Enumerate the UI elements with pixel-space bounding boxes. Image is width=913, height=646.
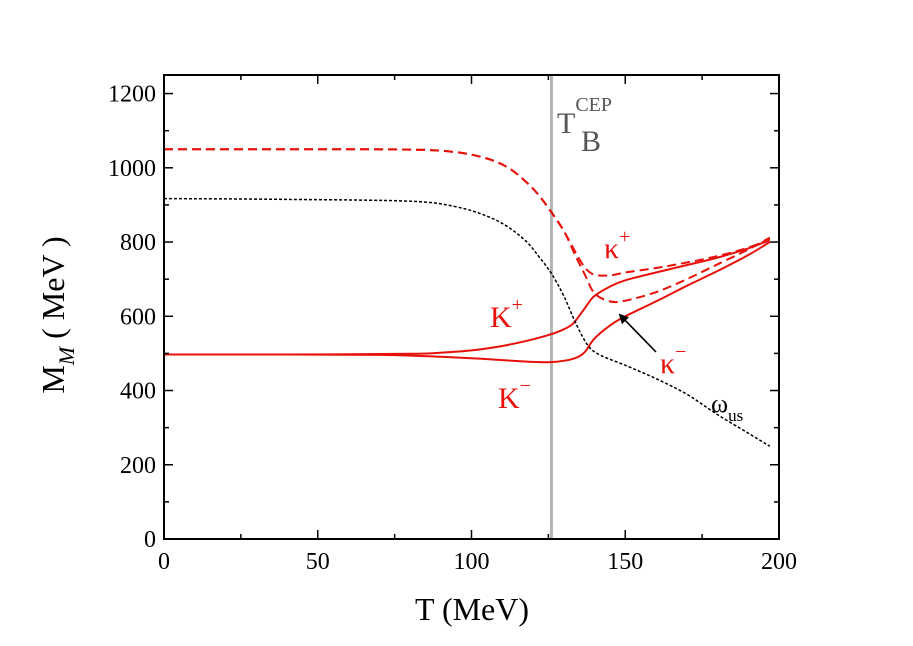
series-line-K-plus: [163, 239, 771, 356]
kappa-plus-main: κ: [604, 232, 619, 265]
series-line-kappa-minus: [163, 148, 771, 304]
series-line-omega-us: [163, 197, 771, 447]
y-axis-title-unit: ( MeV ): [35, 236, 71, 347]
vline-label-sup: CEP: [575, 94, 612, 116]
y-tick-label: 200: [120, 453, 156, 479]
series-line-kappa-plus: [163, 148, 771, 277]
y-tick-label: 1200: [108, 82, 156, 108]
y-axis-title-main: M: [35, 365, 71, 393]
x-axis-title: T (MeV): [415, 591, 529, 627]
omega-sub: us: [728, 406, 743, 425]
x-tick-label: 150: [607, 549, 643, 575]
kappa-plus-label: κ+: [604, 226, 630, 265]
x-tick-label: 0: [158, 549, 170, 575]
y-axis-title-sub: M: [54, 345, 79, 366]
vline-label: TCEP: [557, 94, 612, 140]
kappa-minus-arrow: [618, 313, 657, 353]
K-minus-sup: −: [520, 375, 531, 397]
x-tick-label: 200: [761, 549, 797, 575]
K-minus-main: K: [498, 382, 520, 415]
omega-main: ω: [711, 389, 728, 418]
kappa-minus-label: κ−: [660, 341, 686, 380]
y-tick-label: 1000: [108, 156, 156, 182]
x-tick-label: 50: [306, 549, 330, 575]
y-axis-title: MM ( MeV ): [35, 236, 79, 393]
K-minus-label: K−: [498, 375, 531, 415]
series-line-K-minus: [164, 241, 771, 364]
omega-label: ωus: [711, 389, 743, 425]
K-plus-sup: +: [512, 294, 523, 316]
vline-label-main: T: [557, 107, 575, 140]
axis-ticks: 0 50 100 150 200 0 200 400 600 800 1000 1200: [108, 75, 797, 575]
K-plus-label: K+: [490, 294, 523, 334]
plot-frame: [163, 74, 780, 540]
plot-area: [163, 75, 771, 539]
y-tick-label: 600: [120, 304, 156, 330]
y-tick-label: 0: [144, 527, 156, 553]
kappa-minus-sup: −: [675, 341, 686, 363]
y-tick-label: 400: [120, 379, 156, 405]
x-tick-label: 100: [454, 549, 490, 575]
kappa-plus-sup: +: [619, 226, 630, 248]
vline-label-sub-text: B: [581, 125, 601, 158]
kappa-minus-main: κ: [660, 347, 675, 380]
K-plus-main: K: [490, 301, 512, 334]
y-tick-label: 800: [120, 230, 156, 256]
